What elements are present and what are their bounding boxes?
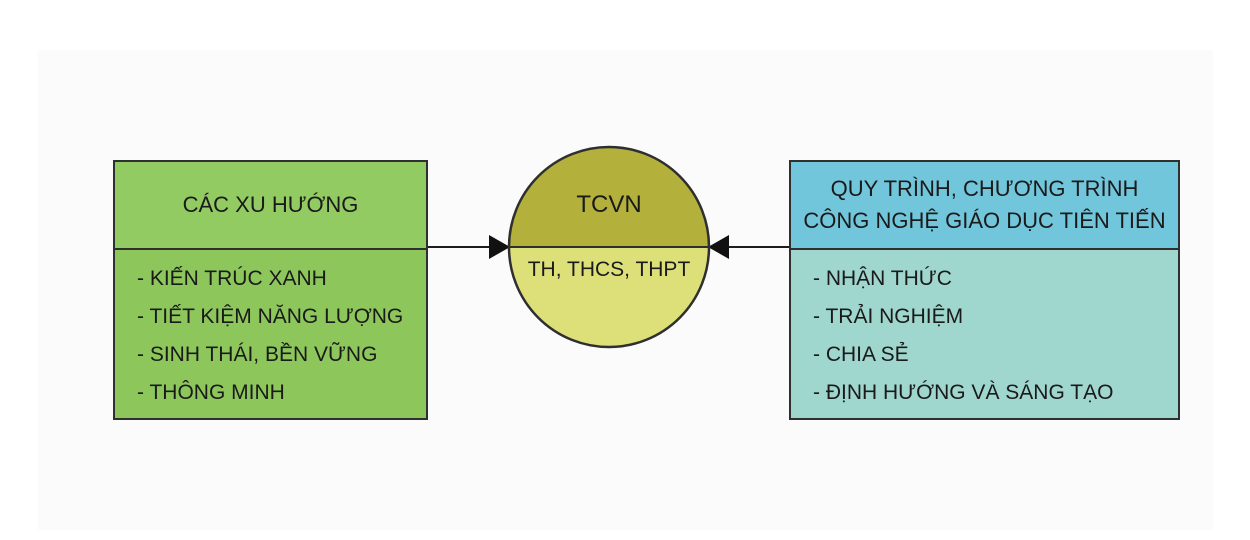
left-arrowhead [489, 235, 510, 259]
process-box-title: QUY TRÌNH, CHƯƠNG TRÌNH CÔNG NGHỆ GIÁO D… [791, 162, 1178, 250]
process-list: - NHẬN THỨC - TRẢI NGHIỆM - CHIA SẺ - ĐỊ… [791, 250, 1178, 418]
process-box: QUY TRÌNH, CHƯƠNG TRÌNH CÔNG NGHỆ GIÁO D… [789, 160, 1180, 420]
circle-bottom-label: TH, THCS, THPT [527, 258, 691, 281]
process-title-line1: QUY TRÌNH, CHƯƠNG TRÌNH [830, 176, 1139, 201]
list-item: - TIẾT KIỆM NĂNG LƯỢNG [137, 305, 404, 328]
list-item: - TRẢI NGHIỆM [813, 305, 964, 328]
list-item: - CHIA SẺ [813, 343, 909, 366]
list-item: - THÔNG MINH [137, 381, 285, 404]
trends-box: CÁC XU HƯỚNG - KIẾN TRÚC XANH - TIẾT KIỆ… [113, 160, 428, 420]
trends-list: - KIẾN TRÚC XANH - TIẾT KIỆM NĂNG LƯỢNG … [115, 250, 426, 418]
trends-box-title: CÁC XU HƯỚNG [115, 162, 426, 250]
list-item: - NHẬN THỨC [813, 267, 952, 290]
list-item: - ĐỊNH HƯỚNG VÀ SÁNG TẠO [813, 381, 1114, 404]
list-item: - KIẾN TRÚC XANH [137, 267, 327, 290]
process-title-line2: CÔNG NGHỆ GIÁO DỤC TIÊN TIẾN [803, 208, 1166, 233]
right-arrowhead [708, 235, 729, 259]
circle-top-label: TCVN [576, 191, 642, 218]
center-circle-outline [507, 145, 711, 349]
list-item: - SINH THÁI, BỀN VỮNG [137, 343, 378, 366]
